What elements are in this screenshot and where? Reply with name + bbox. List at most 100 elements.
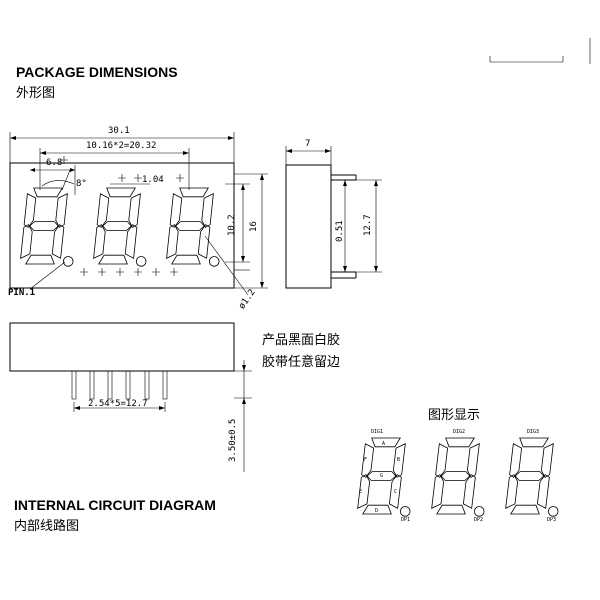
note-line-2: 胶带任意留边	[262, 354, 341, 369]
seg-letter-b: B	[397, 457, 401, 463]
segment-d	[510, 504, 540, 515]
segment-e	[93, 224, 106, 259]
digit-label-2: DIG2	[453, 429, 466, 435]
dim-slant: 8°	[76, 179, 87, 189]
pin-4	[125, 370, 131, 400]
segment-e	[505, 474, 519, 509]
seg-letter-d: D	[375, 508, 379, 514]
segment-f	[96, 193, 110, 228]
circuit-title-zh: 内部线路图	[14, 518, 80, 533]
dp-label-1: DP1	[401, 517, 411, 523]
segment-d	[362, 504, 392, 515]
pin1-label: PIN.1	[8, 288, 36, 298]
pin-markers	[60, 156, 184, 276]
pin-6	[162, 370, 168, 400]
segment-f	[361, 443, 375, 478]
segment-b	[466, 443, 480, 478]
display-digit-2	[431, 437, 485, 517]
front-digit-1	[20, 187, 74, 267]
pin-2	[89, 370, 95, 400]
dim-first-offset: 6.8	[46, 158, 63, 168]
segment-f	[23, 193, 37, 228]
seg-letter-f: F	[364, 457, 368, 463]
segment-b	[540, 443, 554, 478]
segment-a	[519, 437, 549, 448]
segment-c	[51, 224, 65, 259]
pin-5	[144, 370, 150, 400]
display-digit-3	[505, 437, 559, 517]
note-line-1: 产品黑面白胶	[262, 332, 341, 347]
segment-b	[392, 443, 406, 478]
segment-a	[445, 437, 475, 448]
dp-label-3: DP3	[547, 517, 557, 523]
pins	[71, 370, 168, 400]
decimal-point	[473, 506, 485, 517]
segment-c	[388, 474, 402, 509]
segment-e	[357, 474, 371, 509]
seg-letter-c: C	[394, 489, 398, 495]
segment-c	[197, 224, 211, 259]
dim-body-height: 16	[249, 221, 259, 232]
dim-side-height: 12.7	[363, 214, 373, 236]
segment-display	[357, 437, 559, 517]
segment-a	[179, 187, 209, 198]
front-digit-2	[93, 187, 147, 267]
segment-b	[55, 193, 68, 228]
digit-label-1: DIG1	[371, 429, 384, 435]
segment-b	[128, 193, 141, 228]
seg-letter-a: A	[382, 441, 386, 447]
segment-d	[25, 254, 55, 265]
segment-a	[106, 187, 136, 198]
segment-d	[171, 254, 201, 265]
segment-e	[20, 224, 33, 259]
pin-3	[107, 370, 113, 400]
segment-title: 图形显示	[428, 407, 481, 422]
decimal-point	[547, 506, 559, 517]
dp-label-2: DP2	[474, 517, 484, 523]
segment-f	[435, 443, 449, 478]
decimal-point	[62, 256, 74, 267]
dim-digit-pitch: 10.16*2=20.32	[86, 141, 157, 151]
segment-g	[102, 221, 132, 231]
front-digits	[20, 187, 220, 267]
seg-letter-g: G	[380, 473, 384, 479]
front-view	[9, 132, 268, 296]
segment-f	[169, 193, 183, 228]
digit-label-3: DIG3	[527, 429, 540, 435]
segment-b	[201, 193, 214, 228]
front-digit-3	[166, 187, 220, 267]
segment-g	[440, 471, 471, 481]
pin-1	[71, 370, 77, 400]
display-digit-1	[357, 437, 411, 517]
dim-digit-height: 10.2	[227, 214, 237, 236]
decimal-point	[135, 256, 147, 267]
segment-d	[98, 254, 128, 265]
segment-c	[462, 474, 476, 509]
corner-fragment	[489, 38, 591, 64]
side-view	[285, 146, 382, 289]
segment-a	[371, 437, 401, 448]
segment-c	[124, 224, 138, 259]
decimal-point	[208, 256, 220, 267]
dim-segment-width: 1.04	[142, 175, 164, 185]
segment-e	[166, 224, 179, 259]
segment-d	[436, 504, 466, 515]
segment-g	[366, 471, 397, 481]
segment-e	[431, 474, 445, 509]
package-title-zh: 外形图	[16, 85, 56, 100]
segment-g	[175, 221, 205, 231]
segment-f	[509, 443, 523, 478]
segment-g	[29, 221, 59, 231]
dim-pin-pitch: 2.54*5=12.7	[88, 399, 148, 409]
segment-g	[514, 471, 545, 481]
dim-side-offset: 0.51	[335, 220, 345, 242]
dim-pin-length: 3.50±0.5	[228, 418, 238, 462]
decimal-point	[399, 506, 411, 517]
dim-overall-width: 30.1	[108, 126, 130, 136]
segment-a	[33, 187, 63, 198]
circuit-title: INTERNAL CIRCUIT DIAGRAM	[14, 497, 216, 513]
seg-letter-e: E	[359, 489, 363, 495]
bottom-view	[9, 322, 252, 472]
segment-c	[536, 474, 550, 509]
